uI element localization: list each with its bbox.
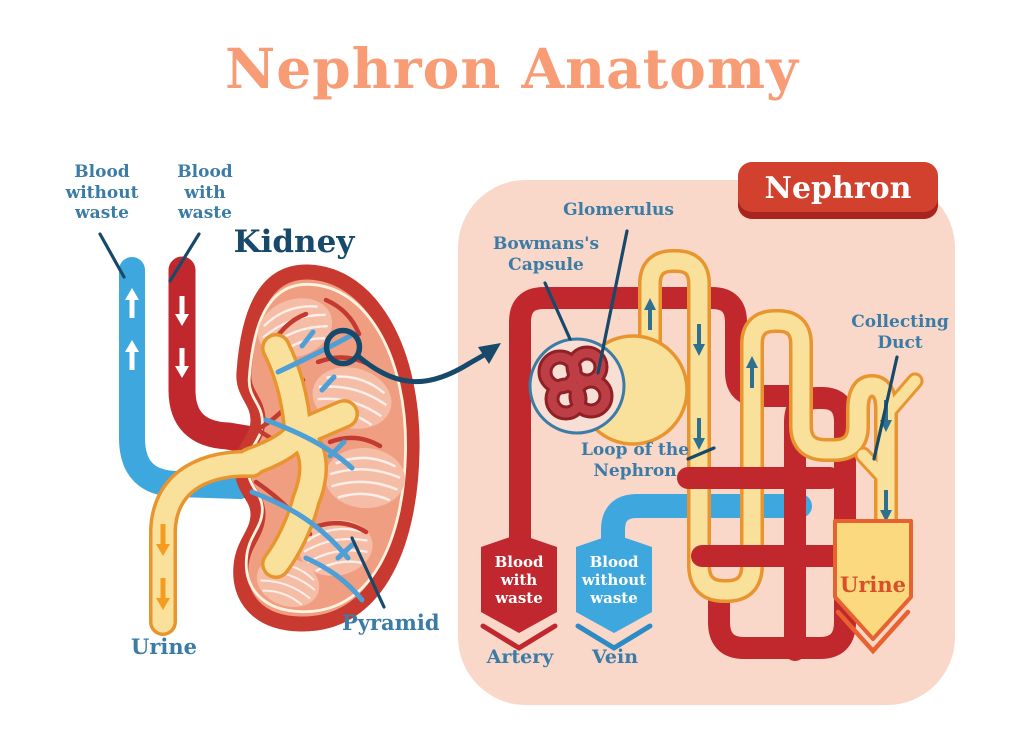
flow-arrow-down-icon [175,314,189,326]
pointer-collecting-duct [872,355,899,461]
loop-of-nephron-label: Loop of the Nephron [580,440,690,481]
flow-arrow-down-icon [693,344,705,356]
magnifier-icon [323,327,501,385]
pointer-blood-with-waste [168,232,201,283]
blood-without-waste-label: Blood without waste [65,162,139,224]
pointer-glomerulus [596,229,629,375]
kidney-illustration [119,256,501,636]
bowmans-capsule-label: Bowmans's Capsule [492,234,600,275]
flow-arrow-up-icon [125,340,139,352]
flow-arrow-up-icon [125,288,139,300]
urine-ribbon [833,519,913,655]
page-title: Nephron Anatomy [224,36,800,101]
ureter-flow-arrows [156,524,170,610]
pointer-blood-without-waste [98,232,126,279]
flow-arrow-down-icon [693,438,705,450]
renal-vein-branches [249,329,365,603]
pointer-bowmans-capsule [543,281,572,341]
pointer-loop-of-nephron [686,446,716,461]
pointer-pyramid [350,536,386,609]
flow-arrow-down-icon [156,544,170,556]
artery-ribbon [480,534,558,651]
kidney-heading: Kidney [233,224,355,260]
nephron-vein-path [601,494,812,557]
artery-ribbon-text: Blood with waste [494,553,544,607]
tube-flow-arrows [125,288,189,378]
flow-arrow-down-icon [156,598,170,610]
artery-label: Artery [486,646,554,668]
flow-arrow-down-icon [880,510,892,522]
renal-artery-tube [168,256,266,454]
collecting-duct-path [641,252,895,600]
flow-arrow-up-icon [644,298,656,310]
glomerulus-label: Glomerulus [563,200,674,220]
renal-pelvis [149,333,359,636]
nephron-tubule-path [638,249,924,603]
capillary-weave [677,467,857,567]
pyramid-label: Pyramid [342,610,440,635]
urine-ribbon-text: Urine [840,572,906,597]
flow-arrow-down-icon [175,366,189,378]
vein-label: Vein [591,646,639,668]
pointer-lines [98,229,899,609]
glomerulus-knot [537,345,614,421]
vein-ribbon-text: Blood without waste [581,553,647,607]
nephron-badge: Nephron [738,162,938,219]
zoom-arrow [355,352,487,385]
collecting-duct-label: Collecting Duct [851,312,949,353]
blood-with-waste-label: Blood with waste [177,162,233,224]
flow-arrow-up-icon [746,356,758,368]
zoom-arrowhead-icon [478,343,501,364]
urine-label-left: Urine [131,634,197,659]
vein-ribbon [575,534,653,651]
